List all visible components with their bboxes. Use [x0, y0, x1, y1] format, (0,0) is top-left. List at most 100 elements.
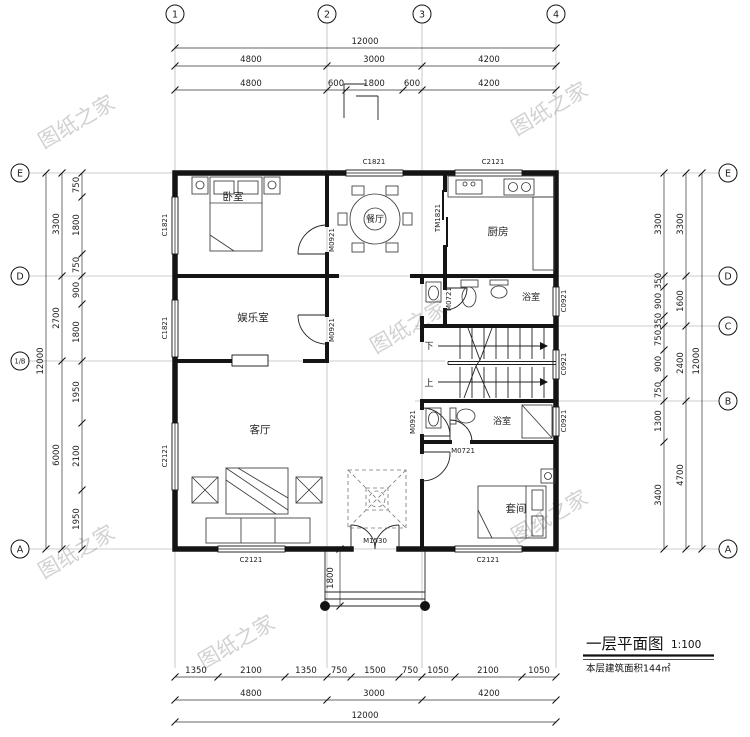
window-label: C1821 [363, 158, 386, 166]
dim-label: 2100 [240, 666, 262, 676]
door-bath1 [444, 287, 468, 311]
dim-label-porch: 1800 [326, 567, 336, 589]
axis-label: D [16, 272, 23, 283]
door-label: M0921 [328, 318, 336, 342]
axis-label: C [725, 322, 732, 333]
dim-label: 350 [654, 313, 664, 329]
interior-walls [173, 171, 558, 551]
dim-label: 4200 [478, 689, 500, 699]
dim-label: 1800 [72, 321, 82, 343]
axis-label: 4 [553, 10, 559, 21]
door-label: M0721 [451, 447, 475, 455]
window-suite-bottom [454, 545, 523, 553]
axis-label: 3 [419, 10, 425, 21]
dim-label: 3000 [363, 689, 385, 699]
dim-label: 2400 [676, 352, 686, 374]
sliding-door-kitchen [442, 190, 448, 247]
room-label-dining: 餐厅 [366, 213, 384, 225]
window-label: C0921 [560, 410, 568, 433]
axis-bubble-right-C: C [718, 316, 738, 336]
dim-label: 4200 [478, 79, 500, 89]
window-label: C2121 [161, 445, 169, 468]
window-label: C1821 [161, 317, 169, 340]
furniture [191, 175, 556, 544]
door-entertainment [297, 314, 328, 345]
bath2-fixtures [425, 404, 553, 439]
dim-label: 3000 [363, 55, 385, 65]
dim-label: 3300 [654, 213, 664, 235]
dim-label: 750 [654, 382, 664, 398]
dim-label: 2700 [52, 307, 62, 329]
dim-label: 1800 [363, 79, 385, 89]
axis-bubble-right-E: E [718, 163, 738, 183]
drawing-title: 一层平面图 [586, 635, 664, 653]
door-bath2-inner [449, 419, 473, 443]
window-label: C1821 [161, 214, 169, 237]
dim-label: 1300 [654, 410, 664, 432]
dim-label: 2100 [72, 445, 82, 467]
window-dining-top [345, 169, 404, 177]
entry-double-door [350, 524, 400, 550]
doors [297, 190, 473, 550]
axis-bubble-right-A: A [718, 539, 738, 559]
window-label: C2121 [477, 556, 500, 564]
door-label: TM1821 [434, 204, 442, 233]
drawing-scale: 1:100 [671, 639, 701, 651]
watermark-text: 图纸之家 [507, 486, 592, 549]
window-entertainment-left [171, 299, 179, 358]
axis-bubble-top-2: 2 [317, 4, 337, 24]
axis-bubble-left-D: D [10, 266, 30, 286]
dim-label: 12000 [36, 347, 46, 374]
dim-label: 1500 [364, 666, 386, 676]
window-bath1-right [552, 286, 560, 317]
dim-label: 2100 [477, 666, 499, 676]
dim-label: 900 [654, 356, 664, 372]
axis-label: E [725, 169, 731, 180]
tick-row [171, 718, 560, 726]
tick-row [660, 169, 668, 553]
dim-label: 1350 [295, 666, 317, 676]
dim-label: 750 [654, 330, 664, 346]
axis-label: 2 [324, 10, 330, 21]
tick-row [682, 169, 690, 553]
window-label: C0921 [560, 290, 568, 313]
bed-suite [477, 468, 556, 539]
window-bath2-right [552, 406, 560, 437]
tick-row [171, 696, 560, 704]
title-block: 一层平面图 1:100 本层建筑面积144㎡ [583, 635, 714, 675]
axis-bubble-top-3: 3 [412, 4, 432, 24]
door-label: M0921 [409, 410, 417, 434]
axis-bubble-top-4: 4 [546, 4, 566, 24]
dim-label: 1050 [427, 666, 449, 676]
axis-label: A [725, 545, 732, 556]
axis-bubble-left-A: A [10, 539, 30, 559]
axis-label: 1 [172, 10, 178, 21]
door-label: M0721 [445, 287, 453, 311]
tick-row [171, 673, 560, 681]
axis-bubble-right-B: B [718, 391, 738, 411]
room-label-bath1: 浴室 [522, 291, 540, 303]
dim-label: 750 [72, 177, 82, 193]
axis-label: E [17, 169, 23, 180]
room-label-bath2: 浴室 [493, 415, 511, 427]
dim-label: 4800 [240, 55, 262, 65]
window-kitchen-top [454, 169, 523, 177]
entertainment-cabinet [231, 354, 269, 367]
dim-label: 3300 [52, 213, 62, 235]
walls [172, 170, 559, 552]
axis-bubble-top-1: 1 [165, 4, 185, 24]
axis-bubble-left-E: E [10, 163, 30, 183]
dim-label: 900 [72, 282, 82, 298]
dim-label: 750 [72, 257, 82, 273]
dim-label: 4700 [676, 464, 686, 486]
dim-label: 3300 [676, 213, 686, 235]
vent-symbol [343, 83, 379, 120]
entrance-porch [320, 551, 430, 611]
tick-row [78, 169, 86, 553]
staircase: 下 上 [424, 327, 556, 399]
room-label-suite: 套间 [506, 502, 527, 515]
tick-row [58, 169, 66, 553]
watermark-text: 图纸之家 [194, 611, 279, 674]
dim-label: 12000 [351, 711, 378, 721]
